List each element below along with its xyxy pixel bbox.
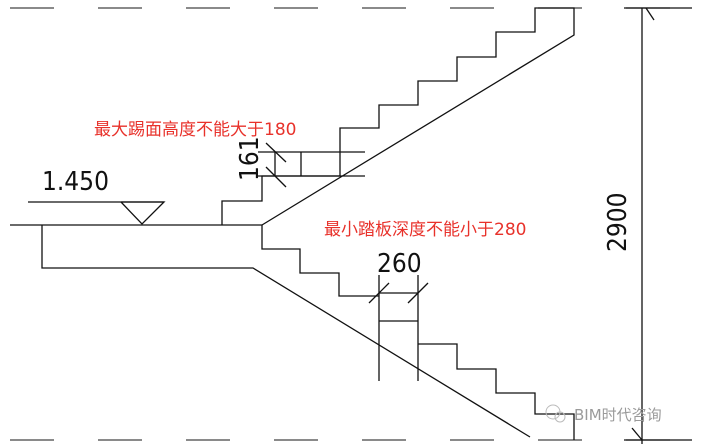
elevation-mark: 1.450 (28, 167, 166, 225)
watermark: BIM时代咨询 (545, 404, 662, 424)
riser-dim-text: 161 (235, 136, 265, 181)
tread-dim-text: 260 (377, 249, 422, 279)
tread-dimension: 260 (368, 249, 429, 381)
lower-flight-top (261, 225, 379, 297)
tread-depth-note: 最小踏板深度不能小于280 (324, 220, 526, 240)
height-dim-text: 2900 (603, 192, 633, 252)
landing-slab-bottom (41, 225, 531, 438)
lower-flight-bottom (418, 343, 575, 440)
height-dimension: 2900 (603, 7, 692, 444)
riser-height-note: 最大踢面高度不能大于180 (94, 120, 296, 140)
elevation-text: 1.450 (42, 167, 109, 197)
upper-flight (221, 7, 575, 226)
riser-dimension: 161 (235, 136, 365, 188)
watermark-text: BIM时代咨询 (574, 406, 662, 424)
